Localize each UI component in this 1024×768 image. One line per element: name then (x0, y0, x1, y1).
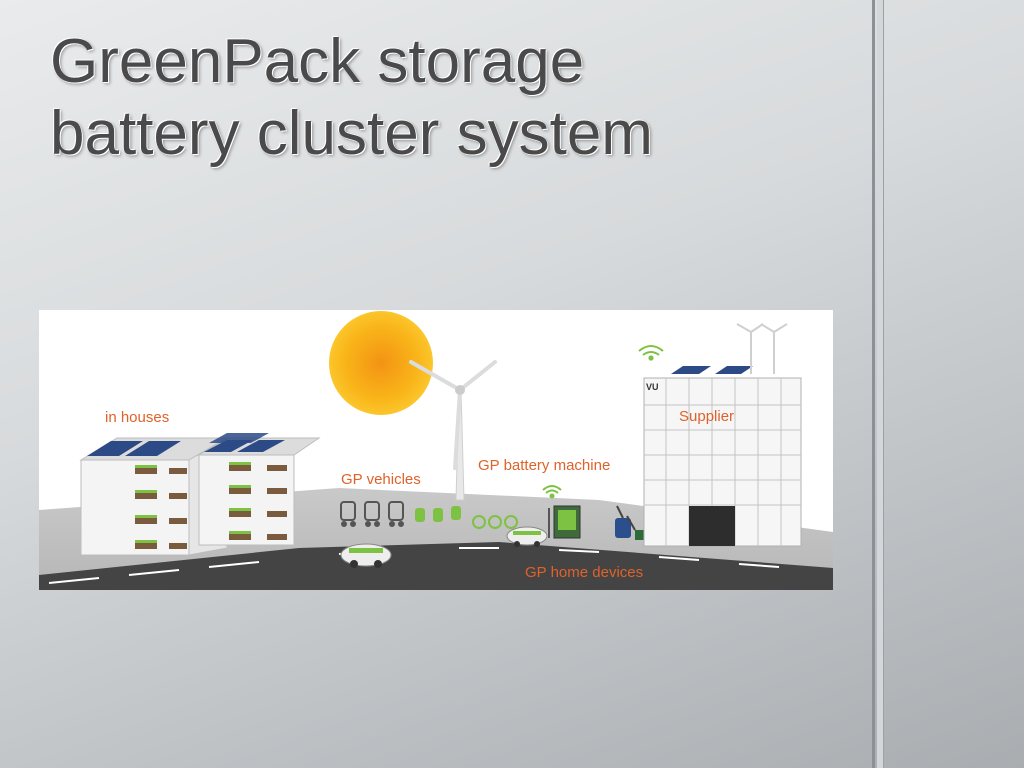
slide-title: GreenPack storage battery cluster system (50, 26, 830, 170)
label-in-houses: in houses (105, 409, 169, 426)
slide-divider-highlight (877, 0, 883, 768)
label-gp-vehicles: GP vehicles (341, 471, 421, 488)
sun (329, 311, 433, 415)
slide-title-line-2: battery cluster system (50, 99, 653, 168)
gp-car-1 (340, 543, 392, 568)
wind-turbine (409, 360, 497, 501)
label-gp-battery-machine: GP battery machine (478, 457, 610, 474)
gp-vehicles (340, 501, 548, 568)
wifi-icon (542, 485, 562, 499)
slide-title-line-1: GreenPack storage (50, 27, 585, 96)
slide-divider (872, 0, 875, 768)
gp-car-2 (506, 526, 548, 547)
gp-battery-machine (548, 505, 581, 539)
label-gp-home-devices: GP home devices (525, 564, 643, 581)
greenpack-system-illustration: in houses GP vehicles GP battery machine… (39, 310, 833, 590)
supplier-wifi-icon (638, 345, 664, 361)
label-supplier: Supplier (679, 408, 734, 425)
building-sign-vu: VU (646, 382, 659, 392)
slide-divider-shadow (883, 0, 884, 768)
road (39, 542, 833, 590)
apartment-buildings (79, 433, 321, 556)
supplier-building (643, 323, 802, 547)
